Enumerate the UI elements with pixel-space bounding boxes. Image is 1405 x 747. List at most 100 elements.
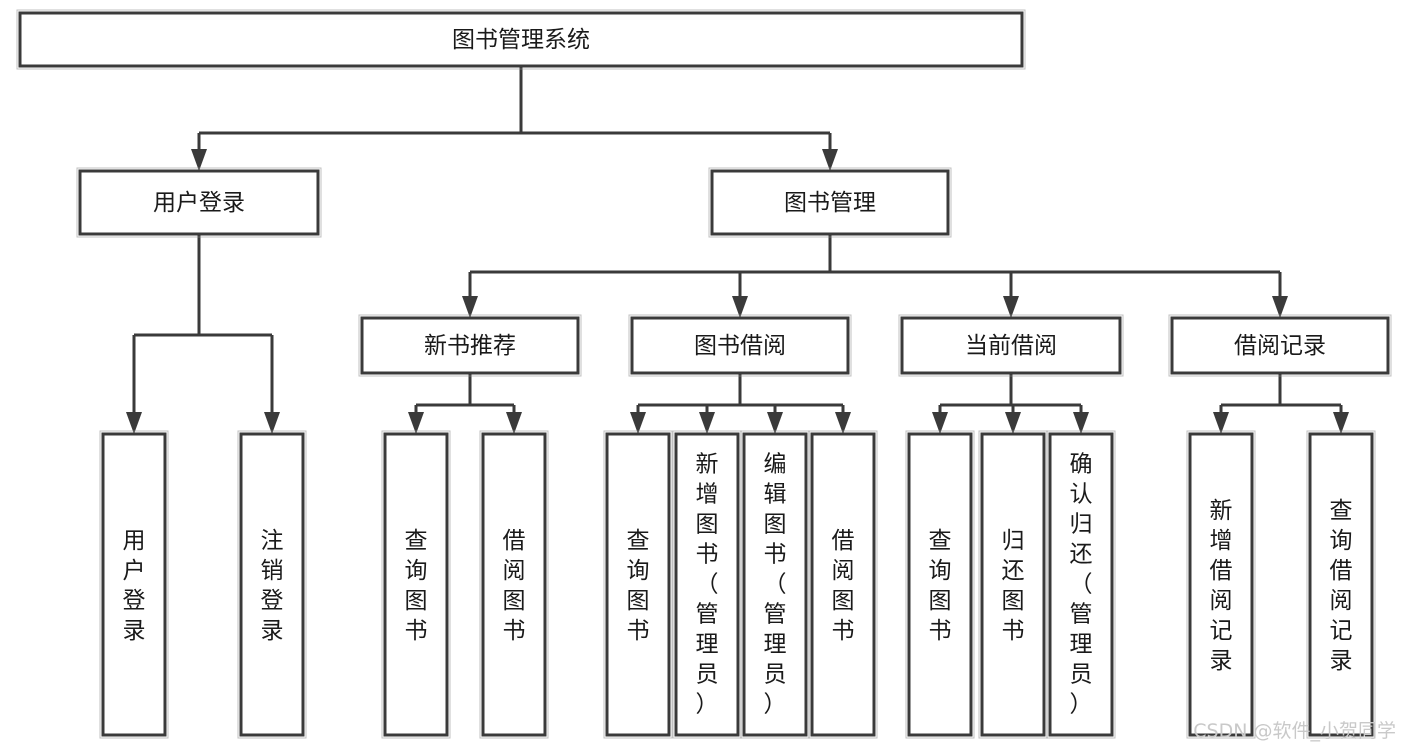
- node-box-border: [18, 11, 1024, 68]
- svg-text:询: 询: [1330, 528, 1353, 554]
- arrow-head-icon: [1213, 412, 1229, 434]
- svg-text:录: 录: [1330, 648, 1353, 674]
- svg-text:编: 编: [764, 451, 787, 477]
- svg-text:辑: 辑: [764, 481, 787, 507]
- svg-text:阅: 阅: [832, 558, 855, 584]
- node-level2-图书管理[interactable]: 图书管理: [708, 167, 952, 238]
- arrow-head-icon: [264, 412, 280, 434]
- arrow-head-icon: [506, 412, 522, 434]
- node-box-shadow: [898, 314, 1124, 377]
- svg-text:归: 归: [1070, 511, 1093, 537]
- arrow-head-icon: [822, 149, 838, 171]
- svg-text:员: 员: [1070, 661, 1093, 687]
- svg-text:确: 确: [1070, 451, 1093, 477]
- svg-text:阅: 阅: [1330, 588, 1353, 614]
- node-level3-借阅记录[interactable]: 借阅记录: [1168, 314, 1392, 377]
- node-box-shadow: [708, 167, 952, 238]
- node-level3-图书借阅[interactable]: 图书借阅: [628, 314, 852, 377]
- svg-text:查: 查: [405, 528, 428, 554]
- arrow-head-icon: [1073, 412, 1089, 434]
- svg-text:借: 借: [503, 528, 526, 554]
- node-level3-新书推荐[interactable]: 新书推荐: [358, 314, 582, 377]
- svg-text:书: 书: [405, 618, 428, 644]
- node-leaf-0-用户登录[interactable]: 用户登录: [99, 430, 169, 739]
- svg-text:员: 员: [696, 661, 719, 687]
- svg-text:员: 员: [764, 661, 787, 687]
- node-level3-当前借阅[interactable]: 当前借阅: [898, 314, 1124, 377]
- svg-text:销: 销: [261, 558, 284, 584]
- node-box-shadow: [1186, 430, 1256, 739]
- node-box-shadow: [99, 430, 169, 739]
- svg-text:图: 图: [405, 588, 428, 614]
- node-level2-用户登录[interactable]: 用户登录: [76, 167, 322, 238]
- svg-text:图: 图: [832, 588, 855, 614]
- node-box-border: [101, 432, 167, 737]
- svg-text:查: 查: [1330, 498, 1353, 524]
- svg-text:）: ）: [696, 691, 719, 717]
- svg-text:图: 图: [1002, 588, 1025, 614]
- svg-text:（: （: [696, 571, 719, 597]
- svg-text:记: 记: [1210, 618, 1233, 644]
- svg-text:图: 图: [696, 511, 719, 537]
- svg-text:注: 注: [261, 528, 284, 554]
- node-box-shadow: [381, 430, 451, 739]
- svg-text:认: 认: [1070, 481, 1093, 507]
- node-box-border: [980, 432, 1046, 737]
- node-label: 用户登录: [153, 190, 245, 216]
- node-label: 当前借阅: [965, 333, 1057, 359]
- arrow-head-icon: [1005, 412, 1021, 434]
- svg-text:还: 还: [1002, 558, 1025, 584]
- svg-text:用: 用: [123, 528, 146, 554]
- svg-text:还: 还: [1070, 541, 1093, 567]
- node-label: 图书借阅: [694, 333, 786, 359]
- svg-text:录: 录: [1210, 648, 1233, 674]
- svg-text:登: 登: [123, 588, 146, 614]
- node-box-border: [78, 169, 320, 236]
- svg-text:增: 增: [696, 481, 719, 507]
- arrow-head-icon: [630, 412, 646, 434]
- svg-text:图: 图: [929, 588, 952, 614]
- svg-text:新: 新: [696, 451, 719, 477]
- svg-text:归: 归: [1002, 528, 1025, 554]
- svg-text:理: 理: [696, 631, 719, 657]
- svg-text:借: 借: [1330, 558, 1353, 584]
- svg-text:增: 增: [1210, 528, 1233, 554]
- svg-text:录: 录: [261, 618, 284, 644]
- node-box-shadow: [237, 430, 307, 739]
- node-box-border: [481, 432, 547, 737]
- svg-text:阅: 阅: [503, 558, 526, 584]
- node-box-shadow: [1306, 430, 1376, 739]
- node-box-shadow: [603, 430, 673, 739]
- svg-text:阅: 阅: [1210, 588, 1233, 614]
- node-box-shadow: [76, 167, 322, 238]
- svg-text:录: 录: [123, 618, 146, 644]
- svg-text:书: 书: [832, 618, 855, 644]
- node-root-图书管理系统[interactable]: 图书管理系统: [16, 9, 1026, 70]
- svg-text:管: 管: [696, 601, 719, 627]
- arrow-head-icon: [699, 412, 715, 434]
- arrow-head-icon: [191, 149, 207, 171]
- svg-text:询: 询: [627, 558, 650, 584]
- svg-text:借: 借: [832, 528, 855, 554]
- svg-text:书: 书: [627, 618, 650, 644]
